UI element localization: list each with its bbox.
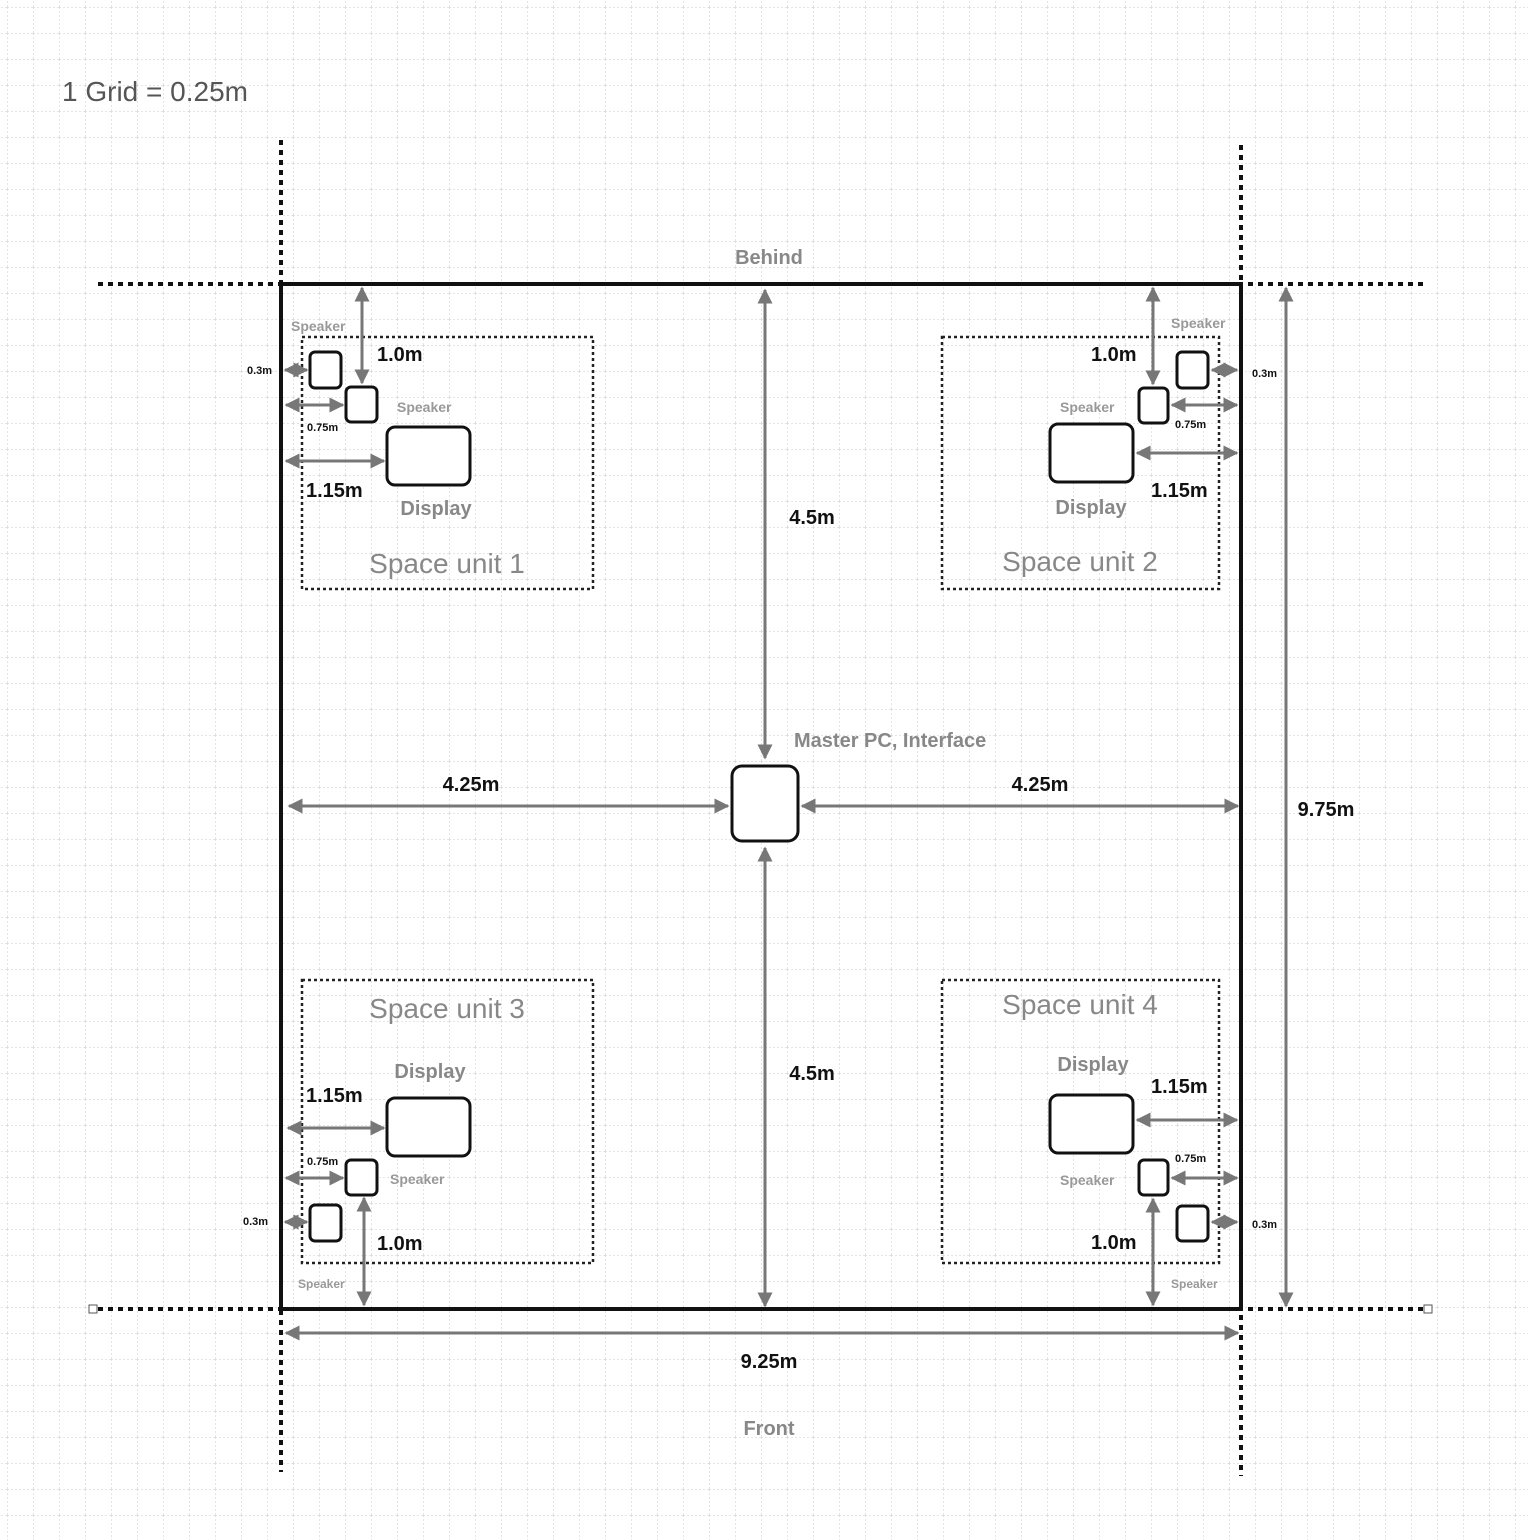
display-box[interactable]: [385, 425, 472, 487]
space-unit-1: Speaker Speaker 1.0m 0.3m 0.75m 1.15m Di…: [247, 286, 595, 591]
speaker-box[interactable]: [1175, 350, 1210, 390]
speaker-label: Speaker: [1060, 1172, 1115, 1188]
room-outline: [279, 282, 1243, 1311]
dim-display: 1.15m: [306, 480, 363, 502]
label-behind: Behind: [735, 247, 803, 269]
dim-speaker-b: 0.75m: [1175, 419, 1206, 431]
unit-title: Space unit 1: [369, 548, 525, 579]
dim-master-right: 4.25m: [1012, 774, 1069, 796]
dim-display: 1.15m: [306, 1085, 363, 1107]
dim-speaker-b: 0.75m: [307, 1156, 338, 1168]
dim-master-bottom: 4.5m: [789, 1063, 835, 1085]
dim-speaker-b: 0.75m: [307, 422, 338, 434]
dim-speaker-a: 0.3m: [1252, 368, 1277, 380]
scale-note: 1 Grid = 0.25m: [62, 76, 248, 107]
label-front: Front: [743, 1418, 794, 1440]
display-label: Display: [1055, 497, 1127, 519]
dim-room-width: 9.25m: [741, 1351, 798, 1373]
dim-room-depth: 9.75m: [1298, 799, 1355, 821]
speaker-box[interactable]: [344, 1158, 379, 1197]
speaker-label: Speaker: [1171, 1277, 1218, 1291]
speaker-label: Speaker: [390, 1171, 445, 1187]
display-label: Display: [1057, 1054, 1129, 1076]
display-box[interactable]: [385, 1096, 472, 1158]
speaker-box[interactable]: [308, 350, 343, 390]
speaker-label: Speaker: [397, 399, 452, 415]
dim-depth: 1.0m: [377, 1233, 423, 1255]
handle[interactable]: [1423, 1304, 1433, 1314]
speaker-box[interactable]: [308, 1203, 343, 1243]
space-unit-2: Speaker Speaker 1.0m 0.3m 0.75m 1.15m Di…: [940, 286, 1277, 591]
space-unit-4: Speaker Speaker 1.0m 0.3m 0.75m 1.15m Di…: [940, 978, 1277, 1307]
dim-speaker-a: 0.3m: [247, 365, 272, 377]
dim-display: 1.15m: [1151, 1076, 1208, 1098]
unit-zone[interactable]: [940, 335, 1221, 591]
dim-speaker-b: 0.75m: [1175, 1153, 1206, 1165]
unit-zone[interactable]: [940, 978, 1221, 1265]
handle[interactable]: [88, 1304, 98, 1314]
display-label: Display: [400, 498, 472, 520]
display-label: Display: [394, 1061, 466, 1083]
speaker-box[interactable]: [344, 385, 379, 424]
speaker-label: Speaker: [1060, 399, 1115, 415]
speaker-box[interactable]: [1175, 1204, 1210, 1243]
space-unit-3: Speaker Speaker 1.0m 0.3m 0.75m 1.15m Di…: [243, 978, 595, 1307]
dim-master-left: 4.25m: [443, 774, 500, 796]
unit-title: Space unit 4: [1002, 989, 1158, 1020]
unit-title: Space unit 2: [1002, 546, 1158, 577]
speaker-label: Speaker: [298, 1277, 345, 1291]
dim-master-top: 4.5m: [789, 507, 835, 529]
dim-speaker-a: 0.3m: [243, 1216, 268, 1228]
display-box[interactable]: [1048, 1093, 1135, 1155]
dim-display: 1.15m: [1151, 480, 1208, 502]
speaker-box[interactable]: [1137, 1158, 1170, 1197]
dim-depth: 1.0m: [1091, 1232, 1137, 1254]
dim-speaker-a: 0.3m: [1252, 1219, 1277, 1231]
speaker-label: Speaker: [1171, 315, 1226, 331]
speaker-box[interactable]: [1137, 386, 1170, 425]
display-box[interactable]: [1048, 422, 1135, 484]
master-pc-box[interactable]: [730, 764, 800, 843]
speaker-label: Speaker: [291, 318, 346, 334]
unit-title: Space unit 3: [369, 993, 525, 1024]
unit-zone[interactable]: [300, 978, 595, 1265]
dim-depth: 1.0m: [377, 344, 423, 366]
master-label: Master PC, Interface: [794, 730, 986, 752]
dim-depth: 1.0m: [1091, 344, 1137, 366]
